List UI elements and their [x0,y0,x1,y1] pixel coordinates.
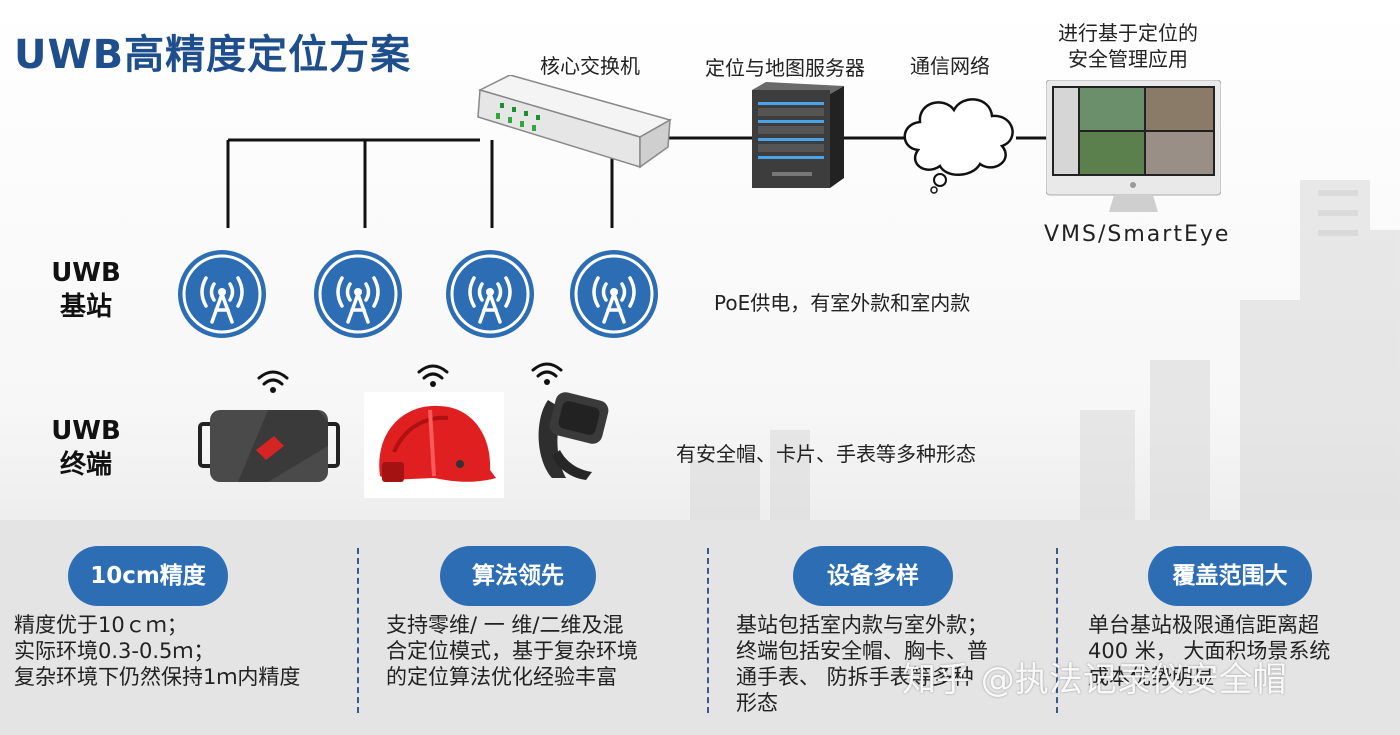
server-tower-icon [752,82,844,188]
feature-coverage-pill: 覆盖范围大 [1148,546,1312,606]
wifi-signal-icon [257,370,289,393]
network-label: 通信网络 [910,54,990,78]
page-title: UWB高精度定位方案 [14,32,412,78]
feature-algorithm-desc: 支持零维/ 一 维/二维及混 合定位模式，基于复杂环境 的定位算法优化经验丰富 [386,613,638,689]
server-label: 定位与地图服务器 [705,56,865,80]
feature-divider [357,548,359,713]
forms-note: 有安全帽、卡片、手表等多种形态 [676,442,976,466]
antenna-tower-icon [570,250,658,338]
feature-coverage-desc: 单台基站极限通信距离超 400 米， 大面积场景系统 成本优势明显 [1088,613,1331,689]
cloud-network-icon [903,98,1014,194]
imac-monitor-icon [1046,80,1221,212]
wifi-signal-icon [417,364,449,387]
wifi-signal-icon [531,362,563,385]
connection-lines [226,136,1048,228]
safety-helmet-device [364,392,504,498]
feature-divider [707,548,709,713]
poe-note: PoE供电，有室外款和室内款 [714,291,971,315]
feature-precision-pill: 10cm精度 [68,546,228,606]
app-label: 进行基于定位的 安全管理应用 [1058,21,1198,71]
feature-divider [1056,548,1058,713]
watermark: 知乎 @执法记录仪安全帽 [902,660,1287,700]
antenna-tower-icon [178,250,266,338]
uwb-badge-device [198,410,340,482]
antenna-tower-icon [314,250,402,338]
antenna-tower-icon [446,250,534,338]
feature-precision-desc: 精度优于10ｃｍ； 实际环境0.3-0.5ｍ； 复杂环境下仍然保持1ｍ内精度 [14,613,301,689]
vms-label: VMS/SmartEye [1044,222,1231,247]
feature-devices-desc: 基站包括室内款与室外款； 终端包括安全帽、胸卡、普 通手表、 防拆手表等多种 形… [736,613,988,715]
smart-watch-device [538,392,609,480]
switch-label: 核心交换机 [540,54,640,78]
network-switch-icon [477,75,672,169]
feature-algorithm-pill: 算法领先 [440,546,596,606]
terminal-row-label: UWB 终端 [51,416,121,480]
station-row-label: UWB 基站 [51,258,121,322]
feature-devices-pill: 设备多样 [793,546,953,606]
